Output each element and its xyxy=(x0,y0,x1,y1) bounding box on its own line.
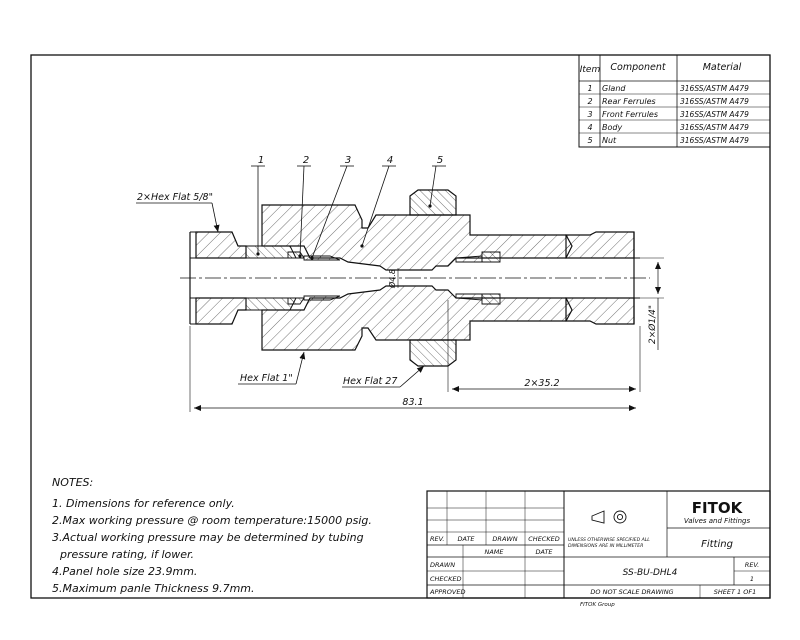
right-rear-ferrule xyxy=(481,251,501,305)
note-line: 4.Panel hole size 23.9mm. xyxy=(52,565,198,578)
bom-row-item: 1 xyxy=(587,84,592,93)
note-line: 3.Actual working pressure may be determi… xyxy=(52,531,364,544)
bom-row-material: 316SS/ASTM A479 xyxy=(680,97,749,106)
sign-approved-label: APPROVED xyxy=(429,588,465,596)
dim-831-label: 83.1 xyxy=(402,397,423,408)
hex-flat-1-label: Hex Flat 1" xyxy=(240,373,293,384)
bom-row-component: Rear Ferrules xyxy=(602,97,656,106)
rev-header-drawn: DRAWN xyxy=(492,535,517,543)
rev-label: REV. xyxy=(745,561,759,569)
rev-header-checked: CHECKED xyxy=(528,535,559,543)
item-callouts xyxy=(251,165,446,259)
bom-row-component: Body xyxy=(602,123,622,132)
bom-row-item: 5 xyxy=(587,136,592,145)
balloon-item: 5 xyxy=(437,155,443,166)
bom-row-item: 2 xyxy=(587,97,592,106)
sheet-border xyxy=(30,54,771,599)
bom-row-component: Gland xyxy=(602,84,626,93)
tube-od-label: 2×Ø1/4" xyxy=(647,305,658,344)
hex-flat-58-label: 2×Hex Flat 5/8" xyxy=(137,192,213,203)
name-header: NAME xyxy=(484,548,504,556)
bom-table: Item Component Material 1 Gland 316SS/AS… xyxy=(578,54,771,148)
bom-header-component: Component xyxy=(610,62,666,73)
bom-row-material: 316SS/ASTM A479 xyxy=(680,110,749,119)
bom-row-component: Front Ferrules xyxy=(602,110,658,119)
scale-note: DO NOT SCALE DRAWING xyxy=(590,588,673,596)
group-label: FITOK Group xyxy=(580,602,615,608)
rev-header-date: DATE xyxy=(457,535,475,543)
dim-352-label: 2×35.2 xyxy=(524,378,559,389)
fitok-logo: FITOK xyxy=(692,499,744,517)
hex-flat-27-label: Hex Flat 27 xyxy=(343,376,397,387)
fitting-section-view: Ø4.8 xyxy=(180,189,650,367)
balloon-item: 1 xyxy=(258,155,264,166)
body-section xyxy=(261,204,573,351)
notes-title: NOTES: xyxy=(52,476,94,489)
sheet-number: SHEET 1 OF1 xyxy=(714,588,756,596)
sign-checked-label: CHECKED xyxy=(430,575,461,583)
balloon-item: 4 xyxy=(387,155,393,166)
balloon-item: 3 xyxy=(345,155,351,166)
sign-drawn-label: DRAWN xyxy=(430,561,455,569)
rev-value: 1 xyxy=(750,575,754,583)
note-line: 2.Max working pressure @ room temperatur… xyxy=(52,514,372,527)
left-front-ferrule xyxy=(303,255,341,301)
units-note-line-1: UNLESS OTHERWISE SPECIFIED ALL xyxy=(568,537,650,543)
projection-symbol-icon xyxy=(591,510,605,524)
part-number: SS-BU-DHL4 xyxy=(623,568,678,578)
bom-row-material: 316SS/ASTM A479 xyxy=(680,136,749,145)
drawing-title: Fitting xyxy=(701,539,733,550)
bom-row-item: 4 xyxy=(587,123,592,132)
bom-row-material: 316SS/ASTM A479 xyxy=(680,84,749,93)
fitok-tagline: Valves and Fittings xyxy=(684,517,751,525)
note-line: 5.Maximum panle Thickness 9.7mm. xyxy=(52,582,255,595)
bom-row-component: Nut xyxy=(602,136,617,145)
balloon-item: 2 xyxy=(303,155,309,166)
bom-header-item: Item xyxy=(580,65,601,75)
bom-row-item: 3 xyxy=(587,110,592,119)
bore-diameter-label: Ø4.8 xyxy=(387,269,397,289)
units-note-line-2: DIMENSIONS ARE IN MILLIMETER xyxy=(568,543,643,549)
notes-block: NOTES: 1. Dimensions for reference only.… xyxy=(52,474,392,597)
date-header: DATE xyxy=(535,548,553,556)
rev-header-rev: REV. xyxy=(430,535,444,543)
bom-row-material: 316SS/ASTM A479 xyxy=(680,123,749,132)
note-line: 1. Dimensions for reference only. xyxy=(52,497,235,510)
title-block xyxy=(426,490,771,599)
note-line: pressure rating, if lower. xyxy=(60,548,195,561)
bom-header-material: Material xyxy=(703,62,742,73)
